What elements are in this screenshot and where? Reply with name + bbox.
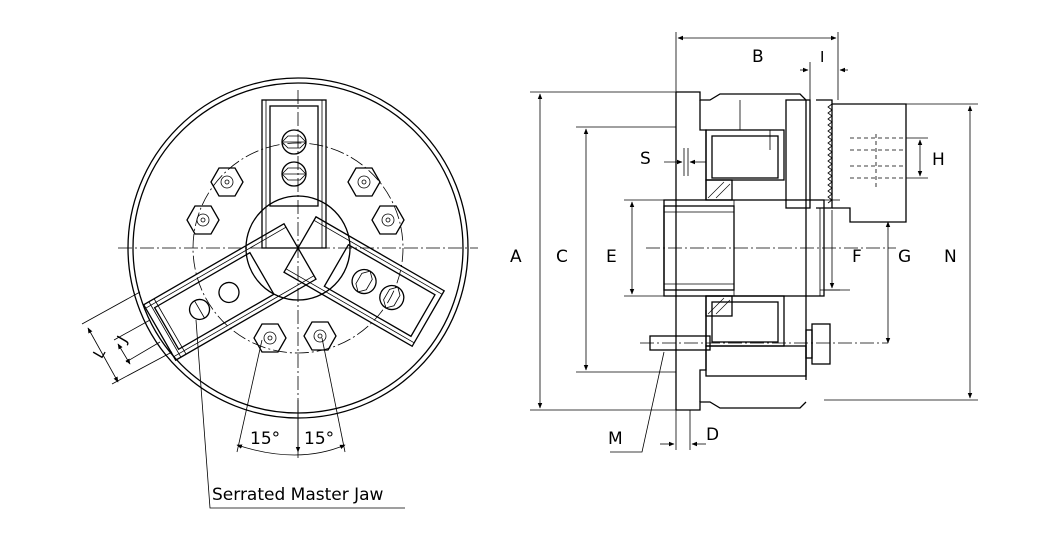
dim-label-n: N [944,247,957,267]
left-serrated-master-jaw [142,222,317,362]
dim-label-d: D [706,425,719,445]
dim-label-m: M [608,429,623,449]
dim-label-b: B [752,47,764,67]
dim-label-h: H [932,150,945,170]
callout-leader [195,319,405,509]
angle-label-right: 15° [304,429,334,449]
section-dimensions [530,32,978,453]
chuck-body-section [640,91,907,411]
angle-label-left: 15° [250,429,280,449]
dim-label-g: G [898,247,911,267]
dim-label-c: C [556,247,568,267]
dim-label-e: E [606,247,617,267]
dim-label-l: L [89,345,109,362]
dim-label-s: S [640,149,651,169]
right-jaw [283,215,446,348]
callout-serrated-master-jaw: Serrated Master Jaw [212,485,384,505]
angle-dimension [236,337,346,458]
section-view: A C E F G N B I H S D M [510,32,978,453]
dim-label-f: F [852,247,862,267]
top-jaw [261,99,327,249]
dim-label-a: A [510,247,522,267]
jaw-width-dimensions [81,291,173,385]
dim-label-i: I [820,48,824,66]
front-view: 15° 15° L J Serrated Master Jaw [81,77,478,509]
mounting-bolts [186,167,405,353]
